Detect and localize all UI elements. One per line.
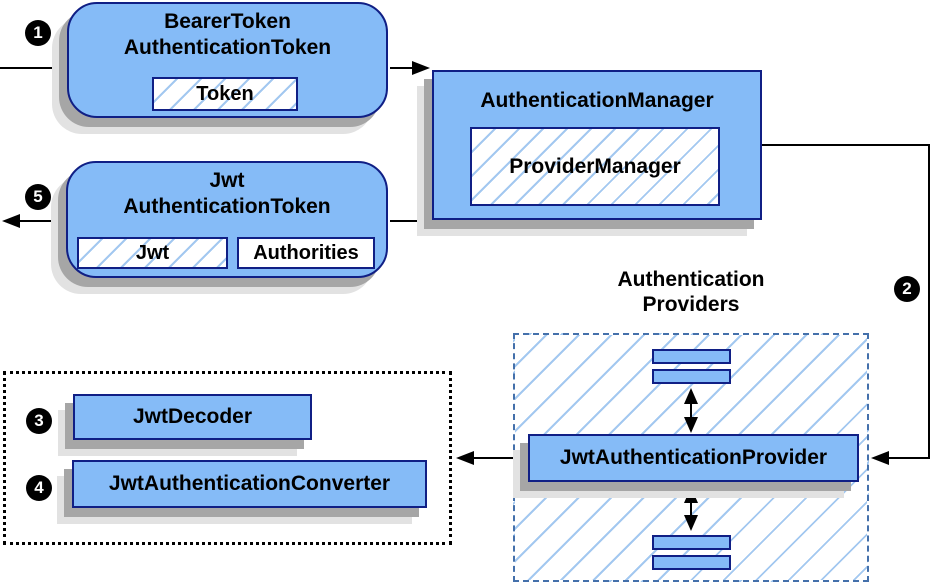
authentication-manager-title: AuthenticationManager (480, 89, 714, 112)
jwt-authentication-provider-box: JwtAuthenticationProvider (528, 434, 859, 482)
jwt-chip: Jwt (77, 237, 228, 269)
bearer-token-authentication-token-box: BearerToken AuthenticationToken Token (67, 2, 388, 118)
jwt-authentication-converter-label: JwtAuthenticationConverter (108, 472, 391, 495)
provider-list-item-bar (652, 555, 731, 570)
jwt-authentication-converter-box: JwtAuthenticationConverter (72, 460, 427, 508)
jwt-token-title-line2: AuthenticationToken (123, 195, 331, 218)
step-1-badge: 1 (25, 20, 51, 46)
provider-list-item-bar (652, 369, 731, 384)
authentication-providers-label: Authentication Providers (541, 267, 841, 317)
jwt-authentication-token-box: Jwt AuthenticationToken Jwt Authorities (66, 161, 388, 278)
authentication-providers-label-line2: Providers (642, 293, 740, 316)
jwt-token-title-line1: Jwt (209, 169, 245, 192)
provider-manager-chip: ProviderManager (470, 127, 720, 206)
arrow-outgoing-jwt-token (2, 214, 66, 228)
jwt-authentication-provider-label: JwtAuthenticationProvider (559, 446, 828, 469)
double-arrow-provider-bottom (684, 487, 698, 531)
token-chip: Token (152, 77, 298, 111)
arrow-bearer-to-manager (390, 61, 430, 75)
provider-list-item-bar (652, 349, 731, 364)
jwt-decoder-label: JwtDecoder (132, 405, 253, 428)
arrow-provider-to-decoder (456, 451, 516, 465)
provider-manager-chip-label: ProviderManager (509, 154, 681, 178)
step-4-badge: 4 (26, 475, 52, 501)
authentication-providers-label-line1: Authentication (617, 268, 765, 291)
authorities-chip-label: Authorities (253, 241, 359, 264)
authentication-manager-box: AuthenticationManager ProviderManager (432, 70, 762, 220)
authorities-chip: Authorities (237, 237, 375, 269)
bearer-token-title-line1: BearerToken (164, 10, 291, 33)
provider-list-item-bar (652, 535, 731, 550)
step-2-badge: 2 (894, 276, 920, 302)
jwt-decoder-box: JwtDecoder (73, 394, 312, 440)
step-5-badge: 5 (25, 184, 51, 210)
double-arrow-provider-top (684, 388, 698, 433)
token-chip-label: Token (196, 82, 254, 105)
arrow-manager-to-provider (762, 144, 930, 465)
step-3-badge: 3 (26, 408, 52, 434)
jwt-chip-label: Jwt (135, 241, 170, 264)
bearer-token-title-line2: AuthenticationToken (123, 36, 332, 59)
